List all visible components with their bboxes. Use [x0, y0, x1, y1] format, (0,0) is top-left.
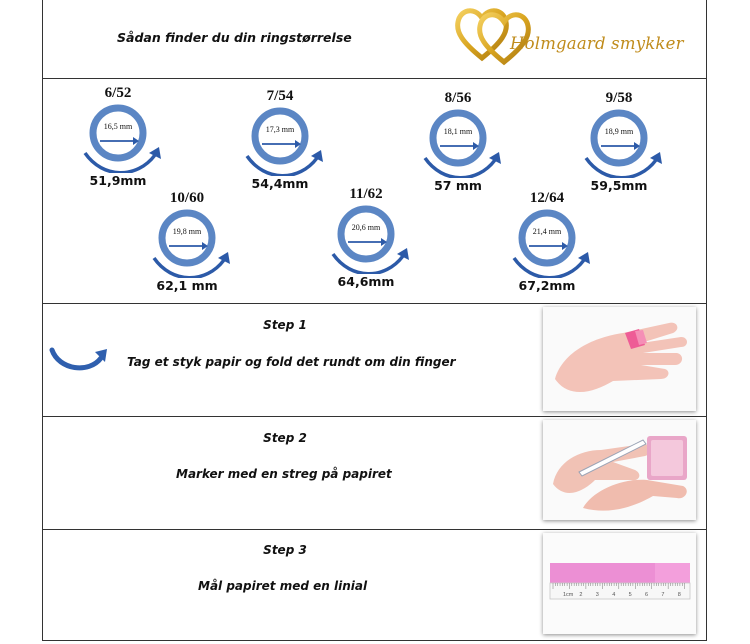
- ruler-mark-label: 4: [612, 592, 615, 598]
- ring-circle-icon: [331, 205, 409, 274]
- step3-text: Mål papiret med en linial: [198, 579, 368, 593]
- ruler-mark-label: 5: [629, 592, 632, 598]
- ruler-mark-label: 1cm: [563, 592, 574, 598]
- divider-header: [42, 78, 707, 79]
- ring-circle-icon: [423, 109, 501, 178]
- ring-size-label: 8/56: [444, 90, 472, 106]
- ring-size-label: 10/60: [169, 190, 205, 206]
- ruler-mark-label: 3: [596, 592, 599, 598]
- wrap-arrow-icon: [49, 347, 107, 371]
- heart-logo-icon: [455, 8, 531, 66]
- ring-diameter-label: 16,5 mm: [103, 122, 133, 131]
- ruler-photo: 1cm 2 3 4 5 6 7 8: [543, 533, 696, 634]
- finger-paper-photo: [543, 307, 696, 411]
- ring-diameter-label: 17,3 mm: [265, 125, 295, 134]
- ring-diameter-label: 20,6 mm: [351, 223, 381, 232]
- ruler-mark-label: 8: [678, 592, 681, 598]
- ruler-mark-label: 6: [645, 592, 648, 598]
- ring-circumference-label: 64,6mm: [337, 274, 395, 289]
- divider-step1: [42, 416, 707, 417]
- ring-size-label: 6/52: [104, 85, 132, 101]
- ring-size-label: 7/54: [266, 88, 294, 104]
- ring-size-label: 9/58: [605, 90, 633, 106]
- ring-circle-icon: [152, 209, 230, 278]
- ruler-mark-label: 2: [579, 592, 582, 598]
- step1-title: Step 1: [263, 318, 307, 332]
- logo-text: Holmgaard smykker: [510, 34, 684, 53]
- marking-paper-photo: [543, 420, 696, 520]
- ring-circumference-label: 57 mm: [434, 178, 482, 193]
- ring-circle-icon: [83, 104, 161, 173]
- ring-circle-icon: [512, 209, 590, 278]
- ring-diameter-label: 18,1 mm: [443, 127, 473, 136]
- divider-sizes: [42, 303, 707, 304]
- ring-size-label: 11/62: [349, 186, 383, 202]
- step3-title: Step 3: [263, 543, 307, 557]
- ring-diameter-label: 18,9 mm: [604, 127, 634, 136]
- ring-circumference-label: 62,1 mm: [156, 278, 218, 293]
- divider-step2: [42, 529, 707, 530]
- ring-circumference-label: 59,5mm: [590, 178, 648, 193]
- ring-size-label: 12/64: [529, 190, 565, 206]
- ring-circle-icon: [584, 109, 662, 178]
- step2-title: Step 2: [263, 431, 307, 445]
- page-title: Sådan finder du din ringstørrelse: [117, 30, 352, 45]
- guide-frame: [42, 0, 707, 641]
- ring-diameter-label: 21,4 mm: [532, 227, 562, 236]
- ring-circle-icon: [245, 107, 323, 176]
- ring-circumference-label: 51,9mm: [89, 173, 147, 188]
- ruler-mark-label: 7: [661, 592, 664, 598]
- step1-text: Tag et styk papir og fold det rundt om d…: [127, 355, 456, 369]
- ring-circumference-label: 54,4mm: [251, 176, 309, 191]
- step2-text: Marker med en streg på papiret: [176, 467, 392, 481]
- ring-diameter-label: 19,8 mm: [172, 227, 202, 236]
- ring-circumference-label: 67,2mm: [518, 278, 576, 293]
